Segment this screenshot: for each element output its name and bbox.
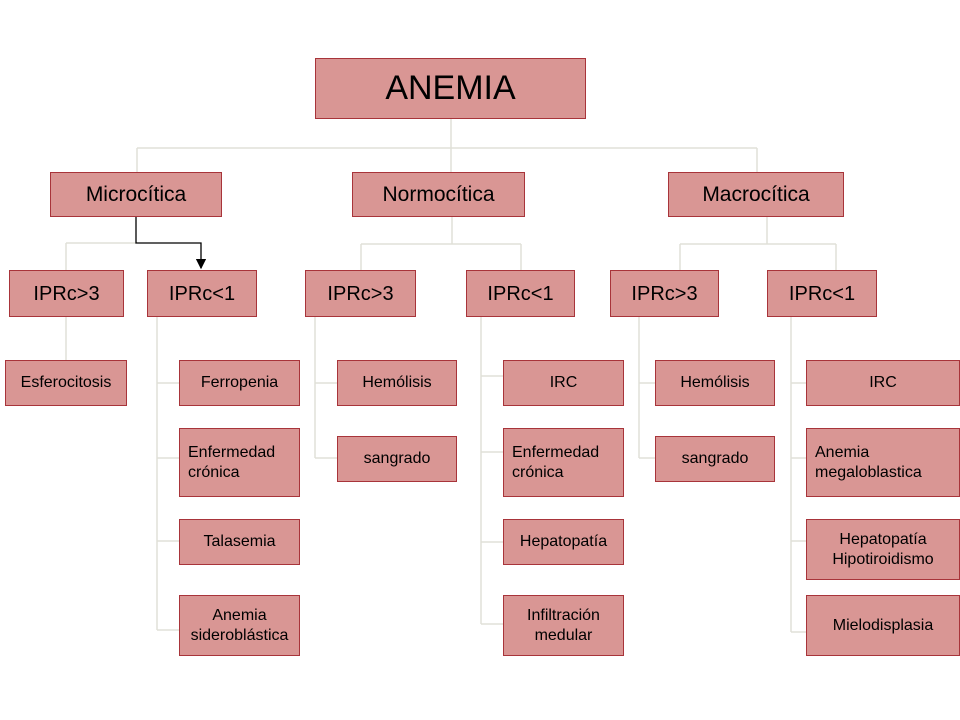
leaf-anemia-sideroblastica: Anemia sideroblástica xyxy=(179,595,300,656)
normo-iprc-lt1: IPRc<1 xyxy=(466,270,575,317)
root-label: ANEMIA xyxy=(385,69,516,108)
leaf-ferropenia: Ferropenia xyxy=(179,360,300,406)
leaf-esferocitosis: Esferocitosis xyxy=(5,360,127,406)
root-node: ANEMIA xyxy=(315,58,586,119)
category-microcitica: Microcítica xyxy=(50,172,222,217)
leaf-talasemia: Talasemia xyxy=(179,519,300,565)
leaf-irc: IRC xyxy=(806,360,960,406)
micro-iprc-gt3: IPRc>3 xyxy=(9,270,124,317)
leaf-sangrado: sangrado xyxy=(337,436,457,482)
macro-iprc-gt3: IPRc>3 xyxy=(610,270,719,317)
micro-iprc-lt1: IPRc<1 xyxy=(147,270,257,317)
leaf-enfermedad-cronica: Enfermedad crónica xyxy=(503,428,624,497)
leaf-mielodisplasia: Mielodisplasia xyxy=(806,595,960,656)
leaf-irc: IRC xyxy=(503,360,624,406)
category-macrocitica: Macrocítica xyxy=(668,172,844,217)
leaf-hepatopatia: Hepatopatía xyxy=(503,519,624,565)
leaf-hemolisis: Hemólisis xyxy=(655,360,775,406)
category-normocitica: Normocítica xyxy=(352,172,525,217)
leaf-hemolisis: Hemólisis xyxy=(337,360,457,406)
leaf-hepatopatia-hipotiroidismo: Hepatopatía Hipotiroidismo xyxy=(806,519,960,580)
macro-iprc-lt1: IPRc<1 xyxy=(767,270,877,317)
leaf-infiltracion-medular: Infiltración medular xyxy=(503,595,624,656)
highlight-arrow xyxy=(135,217,207,270)
leaf-sangrado: sangrado xyxy=(655,436,775,482)
leaf-enfermedad-cronica: Enfermedad crónica xyxy=(179,428,300,497)
normo-iprc-gt3: IPRc>3 xyxy=(305,270,416,317)
leaf-anemia-megaloblastica: Anemia megaloblastica xyxy=(806,428,960,497)
